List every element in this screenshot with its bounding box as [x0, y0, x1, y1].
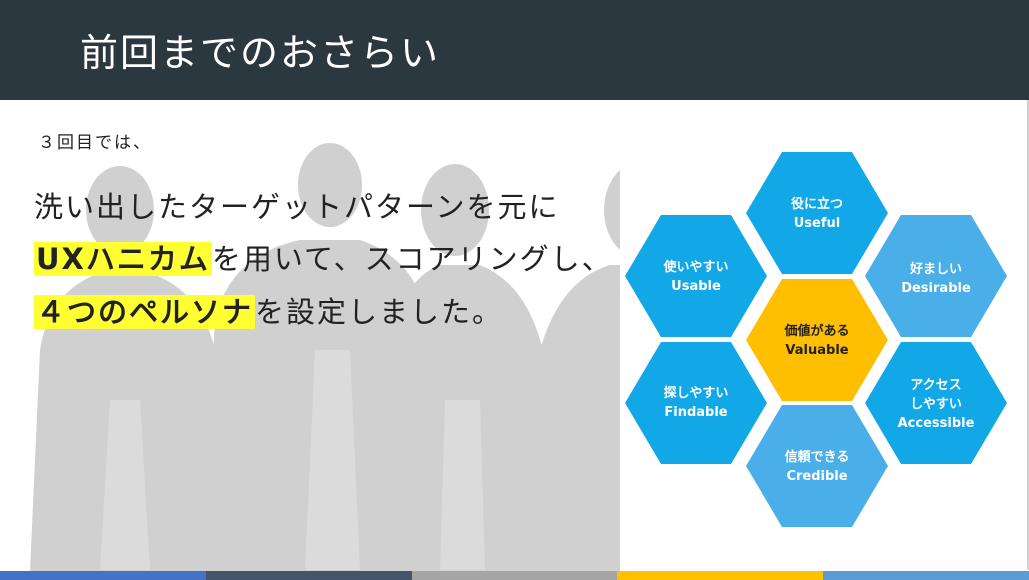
hex-usable-en: Usable — [671, 279, 721, 294]
hex-credible: 信頼できる Credible — [746, 405, 888, 527]
body-line-2-text: を用いて、スコアリングし、 — [211, 242, 613, 276]
hex-valuable-jp: 価値がある — [783, 323, 849, 339]
hex-useful-jp: 役に立つ — [791, 196, 843, 212]
slide-title: 前回までのおさらい — [80, 31, 441, 75]
hex-accessible-jp: アクセス — [910, 378, 961, 393]
hex-desirable-jp: 好ましい — [909, 261, 962, 277]
hex-findable-jp: 探しやすい — [664, 385, 729, 401]
hex-desirable: 好ましい Desirable — [865, 215, 1007, 337]
bottom-bar-segment — [411, 571, 618, 580]
hex-accessible-en: Accessible — [898, 416, 975, 431]
slide-right-border — [1027, 100, 1029, 570]
hex-useful-en: Useful — [794, 216, 840, 231]
bottom-bar-segment — [205, 571, 412, 580]
slide-header: 前回までのおさらい — [0, 0, 1029, 100]
body-line-1: 洗い出したターゲットパターンを元に — [34, 190, 560, 224]
hex-accessible-jp2: しやすい — [910, 397, 962, 412]
bottom-bar-segment — [823, 571, 1029, 580]
ux-honeycomb-diagram: 役に立つ Useful 使いやすい Usable 好ましい Desirable … — [625, 152, 1007, 527]
hex-credible-jp: 信頼できる — [785, 449, 850, 465]
business-people-silhouette — [30, 143, 620, 571]
hex-usable-jp: 使いやすい — [662, 259, 728, 275]
bottom-bar-segment — [617, 571, 824, 580]
bottom-color-bar — [0, 571, 1029, 580]
bottom-bar-segment — [0, 571, 206, 580]
body-line-2: UXハニカムを用いて、スコアリングし、 — [34, 236, 613, 278]
hex-credible-en: Credible — [786, 469, 847, 484]
intro-text: ３回目では、 — [38, 133, 152, 153]
highlight-four-personas: ４つのペルソナ — [34, 295, 256, 329]
hex-desirable-en: Desirable — [901, 281, 971, 296]
hex-accessible: アクセス しやすい Accessible — [865, 342, 1007, 464]
hex-usable: 使いやすい Usable — [625, 215, 767, 337]
hex-valuable-en: Valuable — [785, 343, 848, 358]
body-line-3: ４つのペルソナを設定しました。 — [34, 289, 503, 331]
hex-valuable: 価値がある Valuable — [746, 279, 888, 401]
hex-findable: 探しやすい Findable — [625, 342, 767, 464]
hex-useful: 役に立つ Useful — [746, 152, 888, 274]
body-line-3-text: を設定しました。 — [255, 295, 504, 329]
highlight-ux-honeycomb: UXハニカム — [34, 242, 212, 276]
hex-findable-en: Findable — [664, 405, 727, 420]
